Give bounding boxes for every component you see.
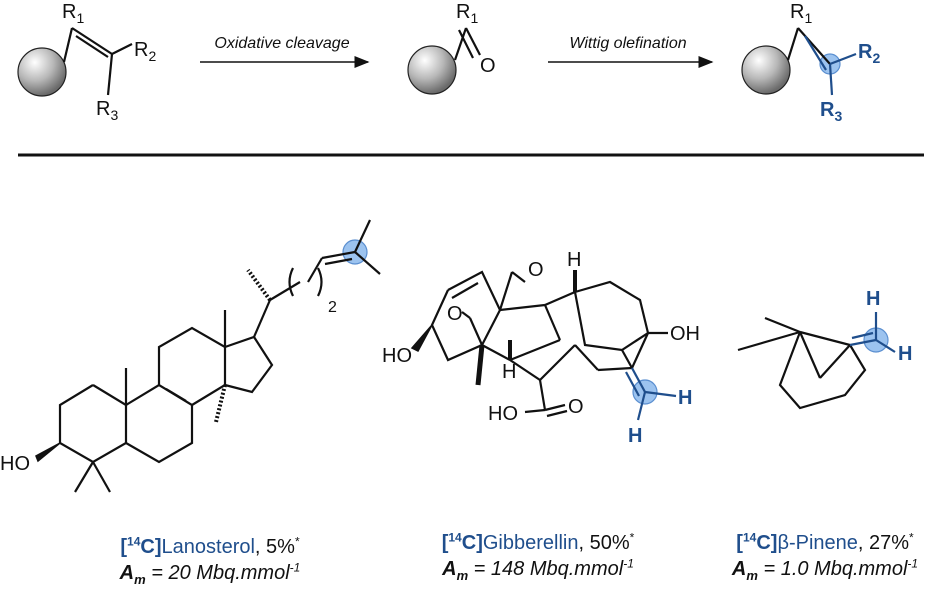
caption-gibberellin-title: [14C]Gibberellin, 50%*	[441, 530, 635, 554]
lanosterol-subscript: 2	[328, 299, 337, 316]
gibberellin-structure	[410, 270, 677, 421]
r3-label-3: R3	[820, 99, 842, 124]
r3-label-1: R3	[96, 98, 118, 123]
gibberellin-h-blue-2: H	[628, 425, 642, 447]
pinene-h-top: H	[866, 288, 880, 310]
gibberellin-ho-acid: HO	[488, 403, 518, 425]
arrow2-label: Wittig olefination	[569, 35, 686, 52]
r1-label-3: R1	[790, 1, 812, 26]
intermediate-ball	[407, 45, 457, 95]
arrow1-label: Oxidative cleavage	[214, 35, 349, 52]
lanosterol-structure	[35, 219, 381, 493]
r1-label-1: R1	[62, 1, 84, 26]
lanosterol-ho: HO	[0, 453, 30, 475]
caption-lanosterol-am: Am = 20 Mbq.mmol-1	[119, 560, 301, 587]
substrate-ball-1	[17, 47, 67, 97]
caption-lanosterol: [14C]Lanosterol, 5%* Am = 20 Mbq.mmol-1	[60, 534, 360, 586]
gibberellin-o-top: O	[528, 259, 544, 281]
scheme-row	[17, 27, 857, 97]
gibberellin-ho-left: HO	[382, 345, 412, 367]
r1-label-2: R1	[456, 1, 478, 26]
gibberellin-oh-right: OH	[670, 323, 700, 345]
pinene-structure	[737, 312, 896, 410]
caption-lanosterol-title: [14C]Lanosterol, 5%*	[120, 534, 300, 558]
caption-pinene-am: Am = 1.0 Mbq.mmol-1	[731, 556, 919, 583]
gibberellin-o-acid: O	[568, 396, 584, 418]
caption-pinene: [14C]β-Pinene, 27%* Am = 1.0 Mbq.mmol-1	[710, 530, 940, 582]
caption-pinene-title: [14C]β-Pinene, 27%*	[736, 530, 914, 554]
caption-gibberellin: [14C]Gibberellin, 50%* Am = 148 Mbq.mmol…	[388, 530, 688, 582]
gibberellin-h-mid: H	[502, 361, 516, 383]
pinene-h-right: H	[898, 343, 912, 365]
gibberellin-h-blue-1: H	[678, 387, 692, 409]
product-ball	[741, 45, 791, 95]
r2-label-1: R2	[134, 39, 156, 64]
oxygen-label: O	[480, 55, 496, 77]
gibberellin-o-left: O	[447, 303, 463, 325]
r2-label-3: R2	[858, 41, 880, 66]
gibberellin-h-top: H	[567, 249, 581, 271]
caption-gibberellin-am: Am = 148 Mbq.mmol-1	[442, 556, 634, 583]
